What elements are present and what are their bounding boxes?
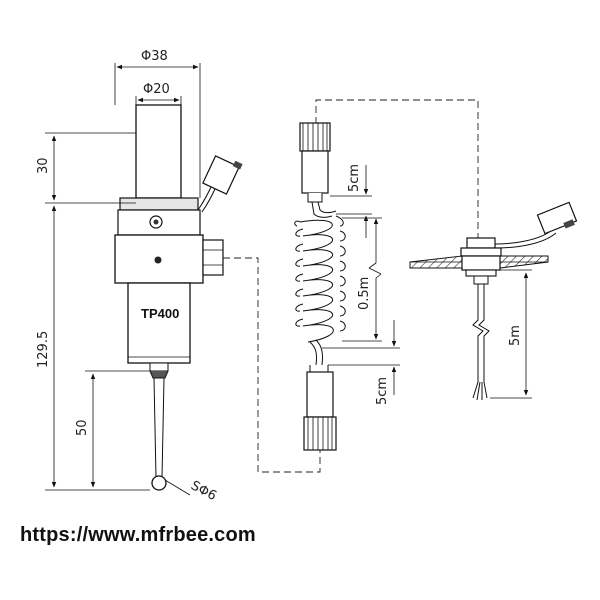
side-connector bbox=[202, 239, 224, 276]
dim-coil: 0.5m bbox=[357, 277, 372, 310]
connection-line-receiver bbox=[315, 99, 479, 238]
probe-antenna bbox=[202, 155, 240, 195]
dim-stylus-length: 50 bbox=[75, 419, 90, 436]
dim-inner-diameter: Φ20 bbox=[143, 82, 170, 97]
coil-spring bbox=[294, 215, 346, 343]
coil-dimensions: 5cm 0.5m 5cm bbox=[322, 164, 400, 405]
dim-receiver-cable: 5m bbox=[508, 325, 523, 346]
probe-lower-housing bbox=[127, 282, 191, 364]
stylus-ball bbox=[151, 475, 167, 491]
dim-upper-straight: 5cm bbox=[347, 164, 362, 192]
lower-connector-nut bbox=[303, 416, 337, 451]
receiver-head bbox=[466, 237, 496, 249]
dim-outer-diameter: Φ38 bbox=[141, 49, 168, 64]
coil-cable-assembly bbox=[223, 99, 479, 473]
lower-connector-body bbox=[306, 371, 334, 418]
receiver-dimensions: 5m bbox=[490, 269, 532, 399]
dim-body-length: 129.5 bbox=[36, 331, 51, 368]
dim-ball: SΦ6 bbox=[188, 478, 219, 504]
upper-connector-nut bbox=[299, 122, 331, 152]
dim-top-height: 30 bbox=[36, 157, 51, 174]
probe-shank bbox=[135, 104, 182, 199]
watermark-url: https://www.mfrbee.com bbox=[20, 524, 256, 546]
dim-lower-straight: 5cm bbox=[375, 377, 390, 405]
probe-assembly: TP400 bbox=[114, 104, 243, 491]
receiver-assembly bbox=[409, 201, 578, 401]
upper-connector-body bbox=[301, 150, 329, 194]
receiver-cable bbox=[472, 284, 484, 382]
stylus bbox=[153, 377, 157, 479]
receiver-antenna bbox=[536, 201, 578, 235]
connection-line-probe bbox=[223, 257, 321, 473]
probe-model-label: TP400 bbox=[141, 306, 179, 321]
probe-collar bbox=[119, 197, 199, 211]
